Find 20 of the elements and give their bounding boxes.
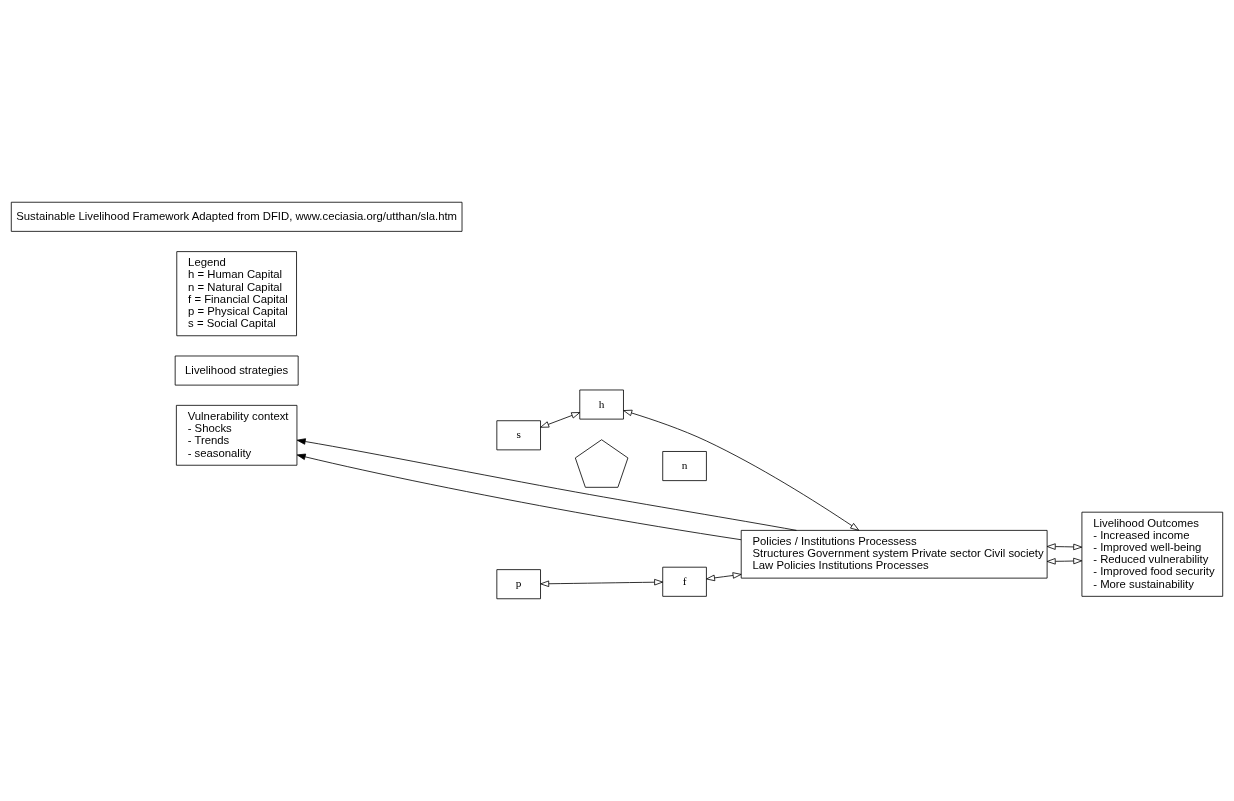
node-box: Sustainable Livelihood Framework Adapted from DFID, www.ceciasia.org/utthan/sla.htm xyxy=(10,201,463,232)
node-box: f xyxy=(662,566,707,597)
node-pentagon xyxy=(574,439,629,488)
arrow xyxy=(540,412,581,428)
arrow xyxy=(540,578,664,587)
node-box: Livelihood strategies xyxy=(174,355,299,386)
arrow xyxy=(706,572,742,582)
arrow xyxy=(623,409,860,531)
arrow xyxy=(296,438,797,531)
node-box: Livelihood Outcomes - Increased income - Improved well-being - Reduced vulnerability - Improved food security - More sustainability xyxy=(1081,511,1224,597)
arrow xyxy=(296,453,742,541)
node-box: Policies / Institutions Processess Structures Government system Private sector Civil society Law Policies Institutions Processes xyxy=(740,529,1048,579)
node-box: h xyxy=(579,389,624,420)
arrow xyxy=(1046,557,1083,565)
arrow xyxy=(1046,543,1083,551)
node-box: Vulnerability context - Shocks - Trends - seasonality xyxy=(175,404,298,466)
node-box: s xyxy=(496,420,541,451)
node-box: n xyxy=(662,451,707,481)
node-box: p xyxy=(496,569,541,600)
node-box: Legend h = Human Capital n = Natural Capital f = Financial Capital p = Physical Capital s = Social Capital xyxy=(176,251,297,337)
